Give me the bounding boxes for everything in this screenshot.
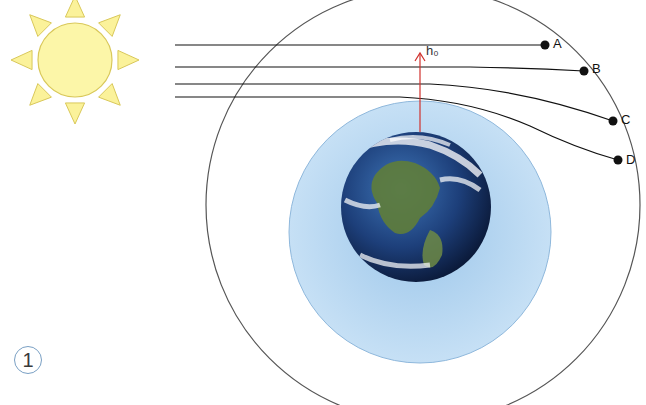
sun-rays-lines [175, 45, 618, 160]
point-label: A [553, 37, 562, 50]
point-label: D [626, 153, 635, 166]
callout-circle: 1 [14, 346, 42, 374]
height-label: h₀ [426, 44, 439, 57]
earth [341, 132, 491, 282]
observer-dots [541, 41, 623, 165]
atmosphere [289, 101, 551, 363]
point-label: C [621, 113, 630, 126]
height-arrow [415, 53, 425, 132]
callout-number: 1 [22, 350, 33, 370]
point-label: B [592, 62, 601, 75]
sun [11, 0, 139, 124]
outer-circle [206, 0, 640, 405]
